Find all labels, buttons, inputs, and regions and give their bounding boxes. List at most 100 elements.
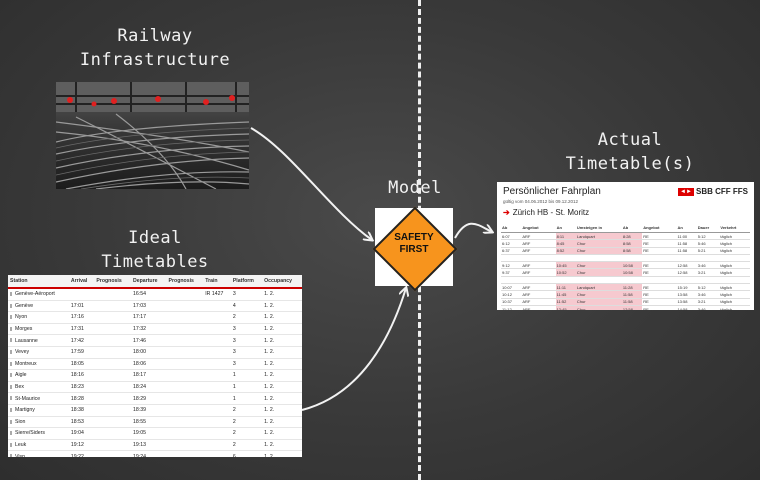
safety-sign-line2: FIRST [399,244,429,255]
doc-cell [673,290,677,299]
doc-cell [521,254,553,263]
table-cell: 18:16 [68,369,95,382]
table-cell: 1. 2. [262,334,302,347]
doc-title: Persönlicher Fahrplan [503,186,601,197]
table-cell [203,311,231,324]
doc-cell: Chur [575,239,622,248]
doc-cell: RE [642,298,674,306]
table-cell [94,439,131,452]
table-cell [94,323,131,336]
doc-col-header [673,222,677,233]
table-cell [94,334,131,347]
doc-cell [501,254,522,263]
doc-cell: 3:46 [696,305,720,310]
doc-cell: 12:58 [621,305,643,310]
doc-cell [673,232,677,241]
ideal-col-header: Station [8,275,69,289]
doc-cell: RE [642,268,674,277]
table-cell: Lausanne [8,334,69,347]
table-cell [166,346,204,359]
doc-cell: 14:58 [676,305,697,310]
doc-cell [673,239,677,248]
doc-cell: 8:28 [621,232,643,241]
doc-cell: RE [642,239,674,248]
doc-cell: täglich [719,247,750,255]
doc-cell: 8:58 [621,239,643,248]
doc-cell [673,298,677,306]
table-cell [203,369,231,382]
doc-cell: ARF [521,283,553,292]
doc-cell: 3:46 [696,290,720,299]
table-cell: 1. 2. [262,416,302,429]
table-cell: 18:38 [68,404,95,417]
sbb-logo-icon: ◄► [678,187,694,196]
actual-timetable-document: Persönlicher Fahrplan ◄►SBB CFF FFS gült… [497,182,754,310]
doc-cell: 11:58 [676,247,697,255]
table-cell: 17:01 [68,300,95,313]
doc-cell: 6:12 [501,239,522,248]
doc-cell [642,276,674,285]
table-cell: 2 [230,439,263,452]
table-cell: 1. 2. [262,369,302,382]
doc-cell: Chur [575,247,622,255]
table-cell: 18:24 [130,381,167,394]
doc-cell: ARF [521,239,553,248]
doc-col-header: An [555,222,576,233]
doc-cell: 10:37 [501,298,522,306]
doc-row [501,276,750,285]
table-cell [166,450,204,457]
doc-cell [719,254,750,263]
doc-cell: 12:58 [676,261,697,270]
table-cell: Leuk [8,439,69,452]
sbb-brand-text: SBB CFF FFS [696,187,748,196]
doc-cell: 5:46 [696,239,720,248]
table-cell [166,416,204,429]
table-cell: Morges [8,323,69,336]
doc-cell: ARF [521,261,553,270]
doc-cell: Chur [575,305,622,310]
doc-cell [696,276,720,285]
table-cell [203,439,231,452]
doc-cell [575,254,622,263]
table-cell: 3 [230,346,263,359]
table-cell: 1. 2. [262,392,302,405]
doc-cell [552,276,556,285]
doc-cell: ARF [521,232,553,241]
doc-col-header: Verkehrt [719,222,750,233]
table-cell [94,358,131,371]
doc-cell: Chur [575,261,622,270]
doc-cell: täglich [719,290,750,299]
table-cell [166,323,204,336]
doc-cell: 3:21 [696,268,720,277]
doc-cell: 3:46 [696,261,720,270]
doc-cell [552,305,556,310]
table-cell: 3 [230,288,263,301]
doc-cell: ARF [521,268,553,277]
arrow-ideal-to-model [301,288,406,411]
table-cell: 1. 2. [262,346,302,359]
doc-cell [575,276,622,285]
table-cell [166,369,204,382]
doc-cell: 13:58 [676,298,697,306]
doc-cell: 9:12 [501,261,522,270]
table-cell [94,416,131,429]
doc-cell: 11:58 [676,239,697,248]
ideal-col-header: Departure [130,275,167,289]
route-arrow-icon: ➔ [503,208,510,217]
doc-cell: 11:11 [555,283,576,292]
doc-cell [501,276,522,285]
safety-sign-line1: SAFETY [394,232,434,243]
doc-cell: 11:58 [621,298,643,306]
doc-cell: 5:12 [696,232,720,241]
doc-cell: 9:37 [501,268,522,277]
doc-cell: 3:21 [696,298,720,306]
doc-col-header: Ab [621,222,643,233]
table-cell: 3 [230,323,263,336]
